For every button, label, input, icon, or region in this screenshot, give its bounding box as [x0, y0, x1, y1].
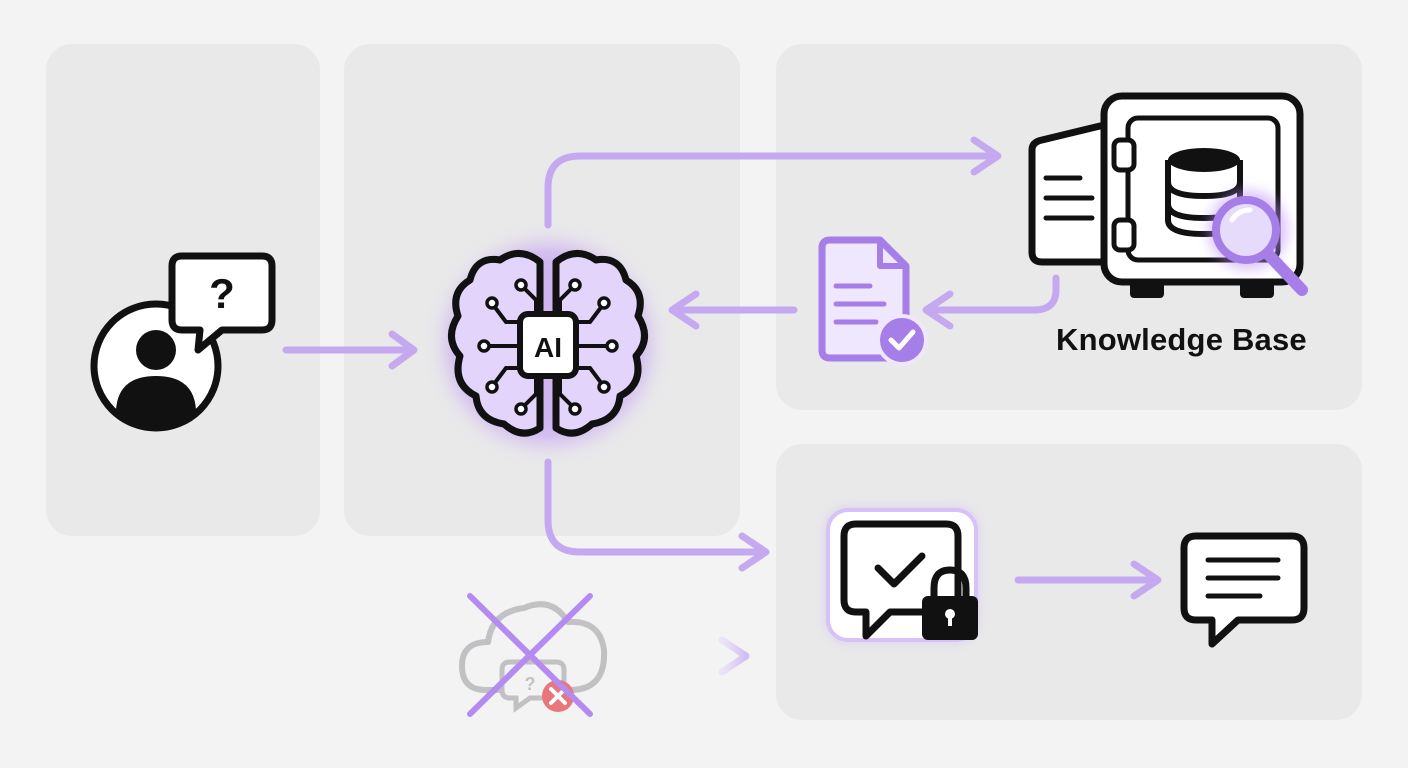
arrow-user-to-ai: [282, 330, 418, 370]
magnifier-icon: [1208, 190, 1308, 296]
arrow-ai-to-knowledge-base: [544, 136, 1002, 229]
response-chat-icon: [1180, 532, 1308, 648]
verified-document-icon: [818, 236, 928, 366]
ai-brain-icon: AI: [446, 244, 650, 444]
arrow-document-to-ai: [668, 290, 798, 330]
svg-text:?: ?: [525, 674, 536, 694]
ai-chip-label: AI: [534, 332, 562, 363]
arrow-ai-to-secure-chat: [544, 458, 770, 572]
lock-icon: [922, 566, 978, 640]
cross-out-mark: [467, 593, 593, 717]
arrow-kb-to-document: [922, 274, 1060, 330]
question-mark: ?: [209, 270, 235, 317]
knowledge-base-label: Knowledge Base: [1056, 322, 1307, 357]
user-icon: [90, 300, 222, 432]
question-bubble-icon: ?: [168, 252, 276, 354]
arrow-cloud-faded: [630, 636, 750, 676]
arrow-secure-chat-to-response: [1014, 560, 1162, 600]
